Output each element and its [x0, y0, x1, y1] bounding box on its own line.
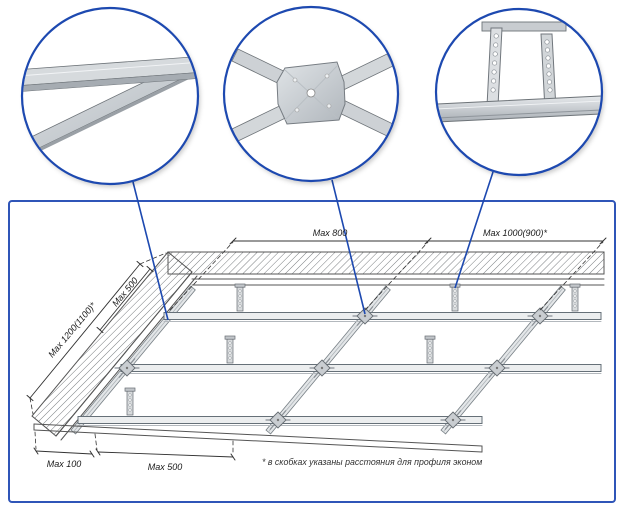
cross-connector-detail-icon — [231, 48, 394, 142]
top-wall-hatch — [167, 251, 605, 286]
callout-cross-connector — [222, 5, 400, 183]
callout-profile-crossing — [20, 6, 200, 186]
callout-leader-lines — [132, 171, 494, 321]
dim-label-max-1000: Max 1000(900)* — [482, 228, 548, 238]
direct-hanger-detail-icon — [437, 21, 601, 123]
dim-label-max-100: Max 100 — [46, 459, 82, 469]
dimension-lines — [26, 237, 607, 461]
board-edge — [33, 423, 483, 453]
leader-line-right — [454, 171, 494, 289]
leader-line-middle — [331, 179, 366, 315]
dim-label-max-800: Max 800 — [312, 228, 348, 238]
dim-label-max-500-bottom: Max 500 — [147, 462, 183, 472]
callout-direct-hanger — [434, 7, 604, 177]
profile-crossing-detail-icon — [23, 53, 197, 154]
isometric-drawing — [26, 237, 607, 461]
left-wall-hatch — [31, 251, 198, 441]
footnote-text: * в скобках указаны расстояния для профи… — [262, 457, 483, 467]
leader-line-left — [132, 181, 169, 321]
